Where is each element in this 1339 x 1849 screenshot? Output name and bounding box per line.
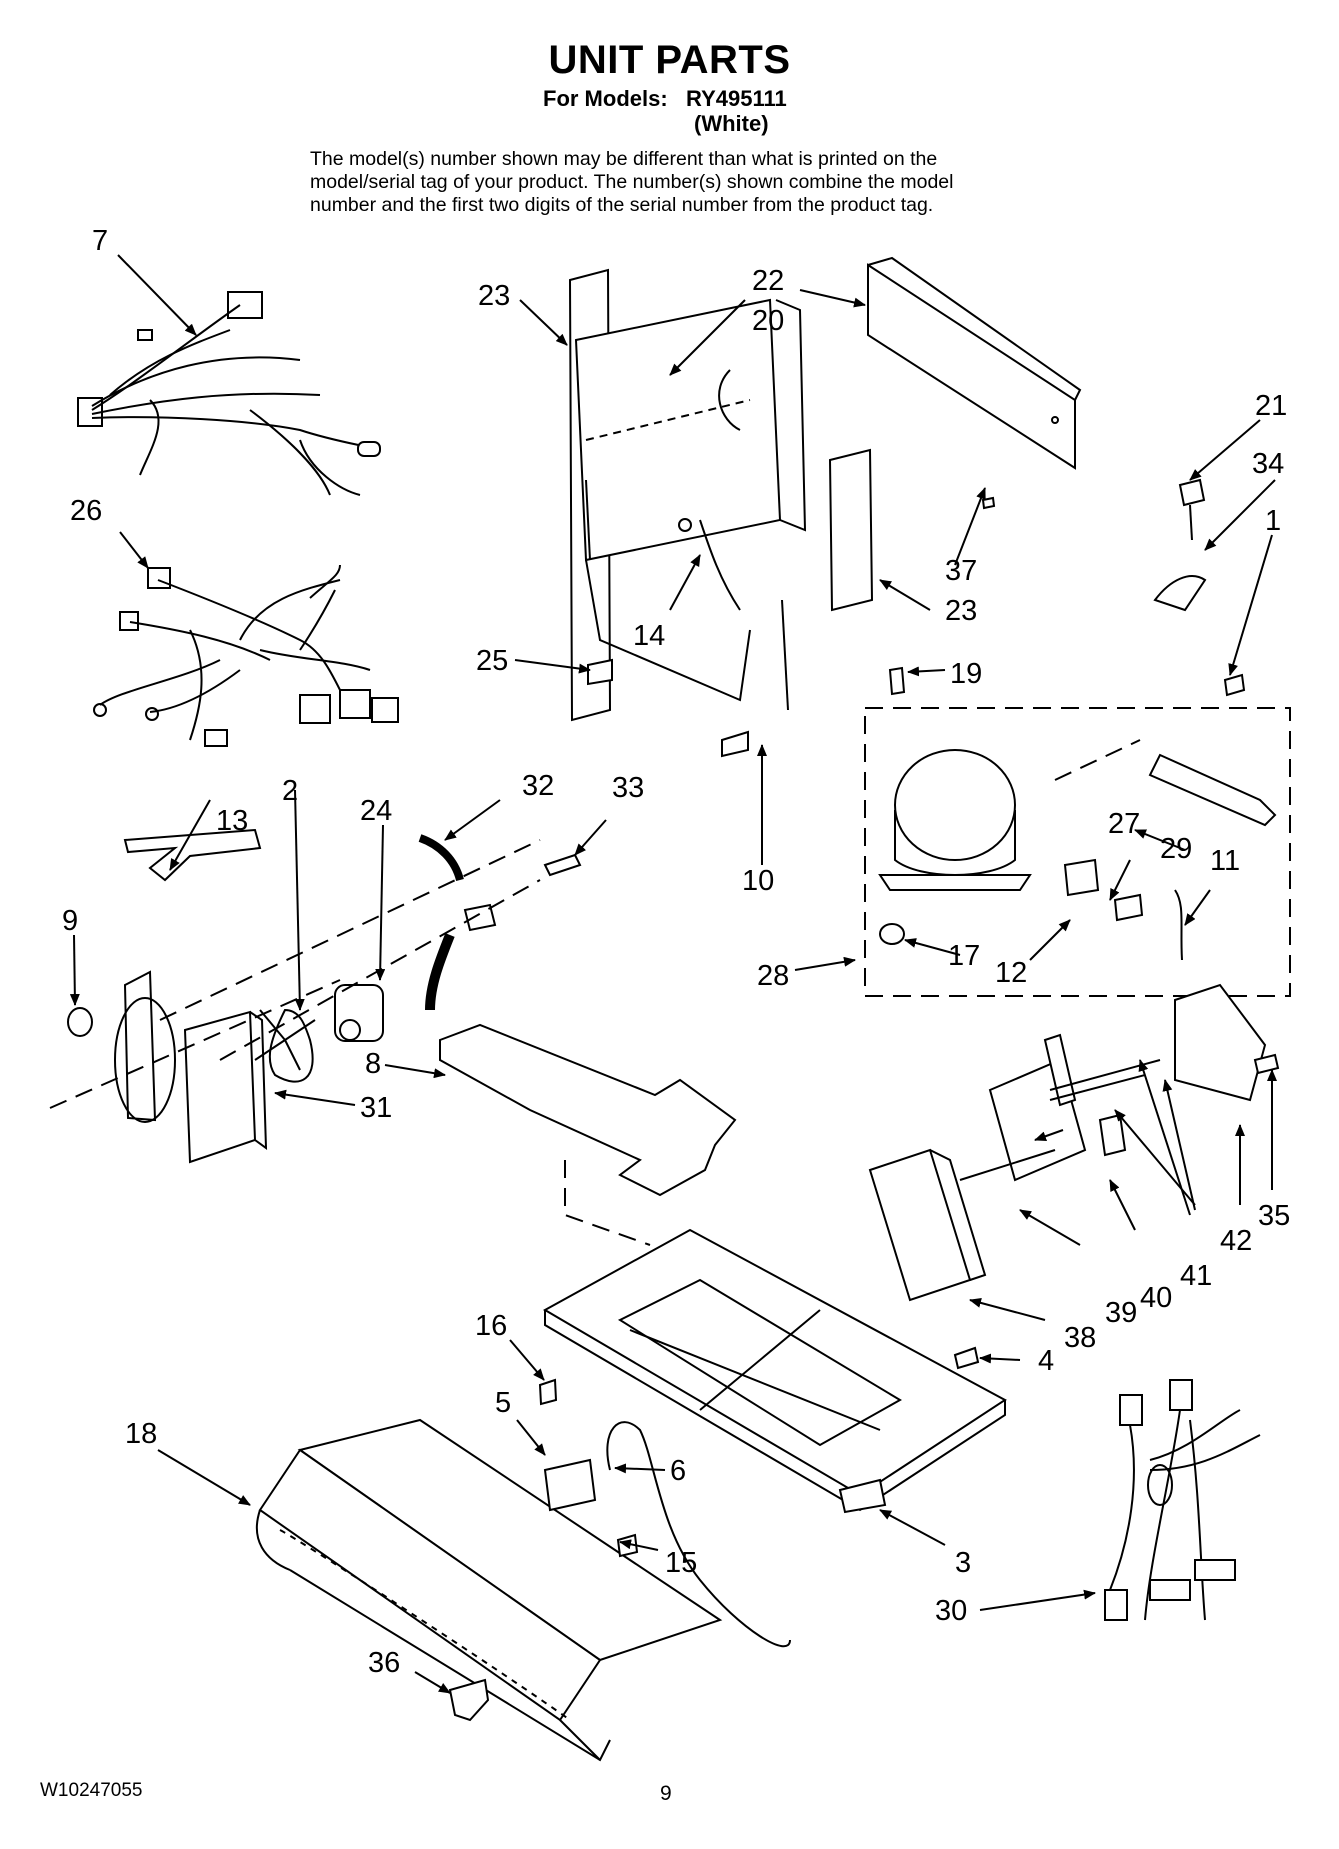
callout-29: 29 bbox=[1160, 833, 1192, 865]
page-number: 9 bbox=[660, 1782, 672, 1805]
callout-15: 15 bbox=[665, 1547, 697, 1579]
gasket-strip-13-drawing bbox=[123, 828, 262, 882]
model-note-line: number and the first two digits of the s… bbox=[310, 194, 934, 216]
callout-34: 34 bbox=[1252, 448, 1284, 480]
callout-24: 24 bbox=[360, 795, 392, 827]
callout-21: 21 bbox=[1255, 390, 1287, 422]
callout-4: 4 bbox=[1038, 1345, 1054, 1377]
evaporator-assembly-drawing bbox=[568, 268, 874, 758]
screws-drawing bbox=[538, 496, 996, 1406]
callout-26: 26 bbox=[70, 495, 102, 527]
wire-harness-30-drawing bbox=[1104, 1379, 1261, 1621]
model-note-line: model/serial tag of your product. The nu… bbox=[310, 171, 954, 193]
callout-16: 16 bbox=[475, 1310, 507, 1342]
page-title: UNIT PARTS bbox=[548, 38, 791, 82]
callout-7: 7 bbox=[92, 225, 108, 257]
callout-10: 10 bbox=[742, 865, 774, 897]
callout-30: 30 bbox=[935, 1595, 967, 1627]
base-plate-3-drawing bbox=[542, 1228, 1007, 1514]
heater-tube-parts-drawing bbox=[543, 1421, 791, 1648]
callout-40: 40 bbox=[1140, 1282, 1172, 1314]
callout-35: 35 bbox=[1258, 1200, 1290, 1232]
callout-17: 17 bbox=[948, 940, 980, 972]
screw-bracket-21-34-drawing bbox=[1153, 478, 1207, 612]
control-assembly-drawing bbox=[868, 983, 1280, 1302]
clip-36-drawing bbox=[448, 1678, 490, 1722]
tube-grommets-drawing bbox=[418, 834, 582, 1011]
callout-2: 2 bbox=[282, 775, 298, 807]
callout-33: 33 bbox=[612, 772, 644, 804]
callout-leader-lines bbox=[69, 254, 1277, 1694]
callout-42: 42 bbox=[1220, 1225, 1252, 1257]
condenser-fan-assembly-drawing bbox=[67, 970, 384, 1164]
drain-pan-8-drawing bbox=[439, 1023, 737, 1197]
callout-3: 3 bbox=[955, 1547, 971, 1579]
callout-41: 41 bbox=[1180, 1260, 1212, 1292]
callout-8: 8 bbox=[365, 1048, 381, 1080]
callout-9: 9 bbox=[62, 905, 78, 937]
callout-23b: 23 bbox=[945, 595, 977, 627]
models-label: For Models: bbox=[543, 86, 668, 111]
callout-18: 18 bbox=[125, 1418, 157, 1450]
wire-harness-26-drawing bbox=[93, 564, 399, 747]
model-note-line: The model(s) number shown may be differe… bbox=[310, 148, 938, 170]
callout-28: 28 bbox=[757, 960, 789, 992]
callout-14: 14 bbox=[633, 620, 665, 652]
callout-36: 36 bbox=[368, 1647, 400, 1679]
callout-37: 37 bbox=[945, 555, 977, 587]
callout-1: 1 bbox=[1265, 505, 1281, 537]
model-color: (White) bbox=[694, 111, 769, 136]
cover-20-drawing bbox=[867, 256, 1082, 470]
model-number: RY495111 bbox=[686, 86, 787, 111]
condenser-coil-18-drawing bbox=[255, 1418, 723, 1762]
callout-13: 13 bbox=[216, 805, 248, 837]
callout-11: 11 bbox=[1210, 845, 1240, 877]
callout-31: 31 bbox=[360, 1092, 392, 1124]
callout-23: 23 bbox=[478, 280, 510, 312]
callout-25: 25 bbox=[476, 645, 508, 677]
document-code: W10247055 bbox=[40, 1780, 143, 1801]
callout-20: 20 bbox=[752, 305, 784, 337]
callout-5: 5 bbox=[495, 1387, 511, 1419]
callout-22: 22 bbox=[752, 265, 784, 297]
compressor-assembly-drawing bbox=[864, 666, 1291, 997]
callout-19: 19 bbox=[950, 658, 982, 690]
callout-6: 6 bbox=[670, 1455, 686, 1487]
callout-38: 38 bbox=[1064, 1322, 1096, 1354]
model-note: The model(s) number shown may be differe… bbox=[310, 148, 1110, 217]
callout-27: 27 bbox=[1108, 808, 1140, 840]
wire-harness-7-drawing bbox=[77, 291, 381, 496]
callout-39: 39 bbox=[1105, 1297, 1137, 1329]
callout-12: 12 bbox=[995, 957, 1027, 989]
callout-32: 32 bbox=[522, 770, 554, 802]
